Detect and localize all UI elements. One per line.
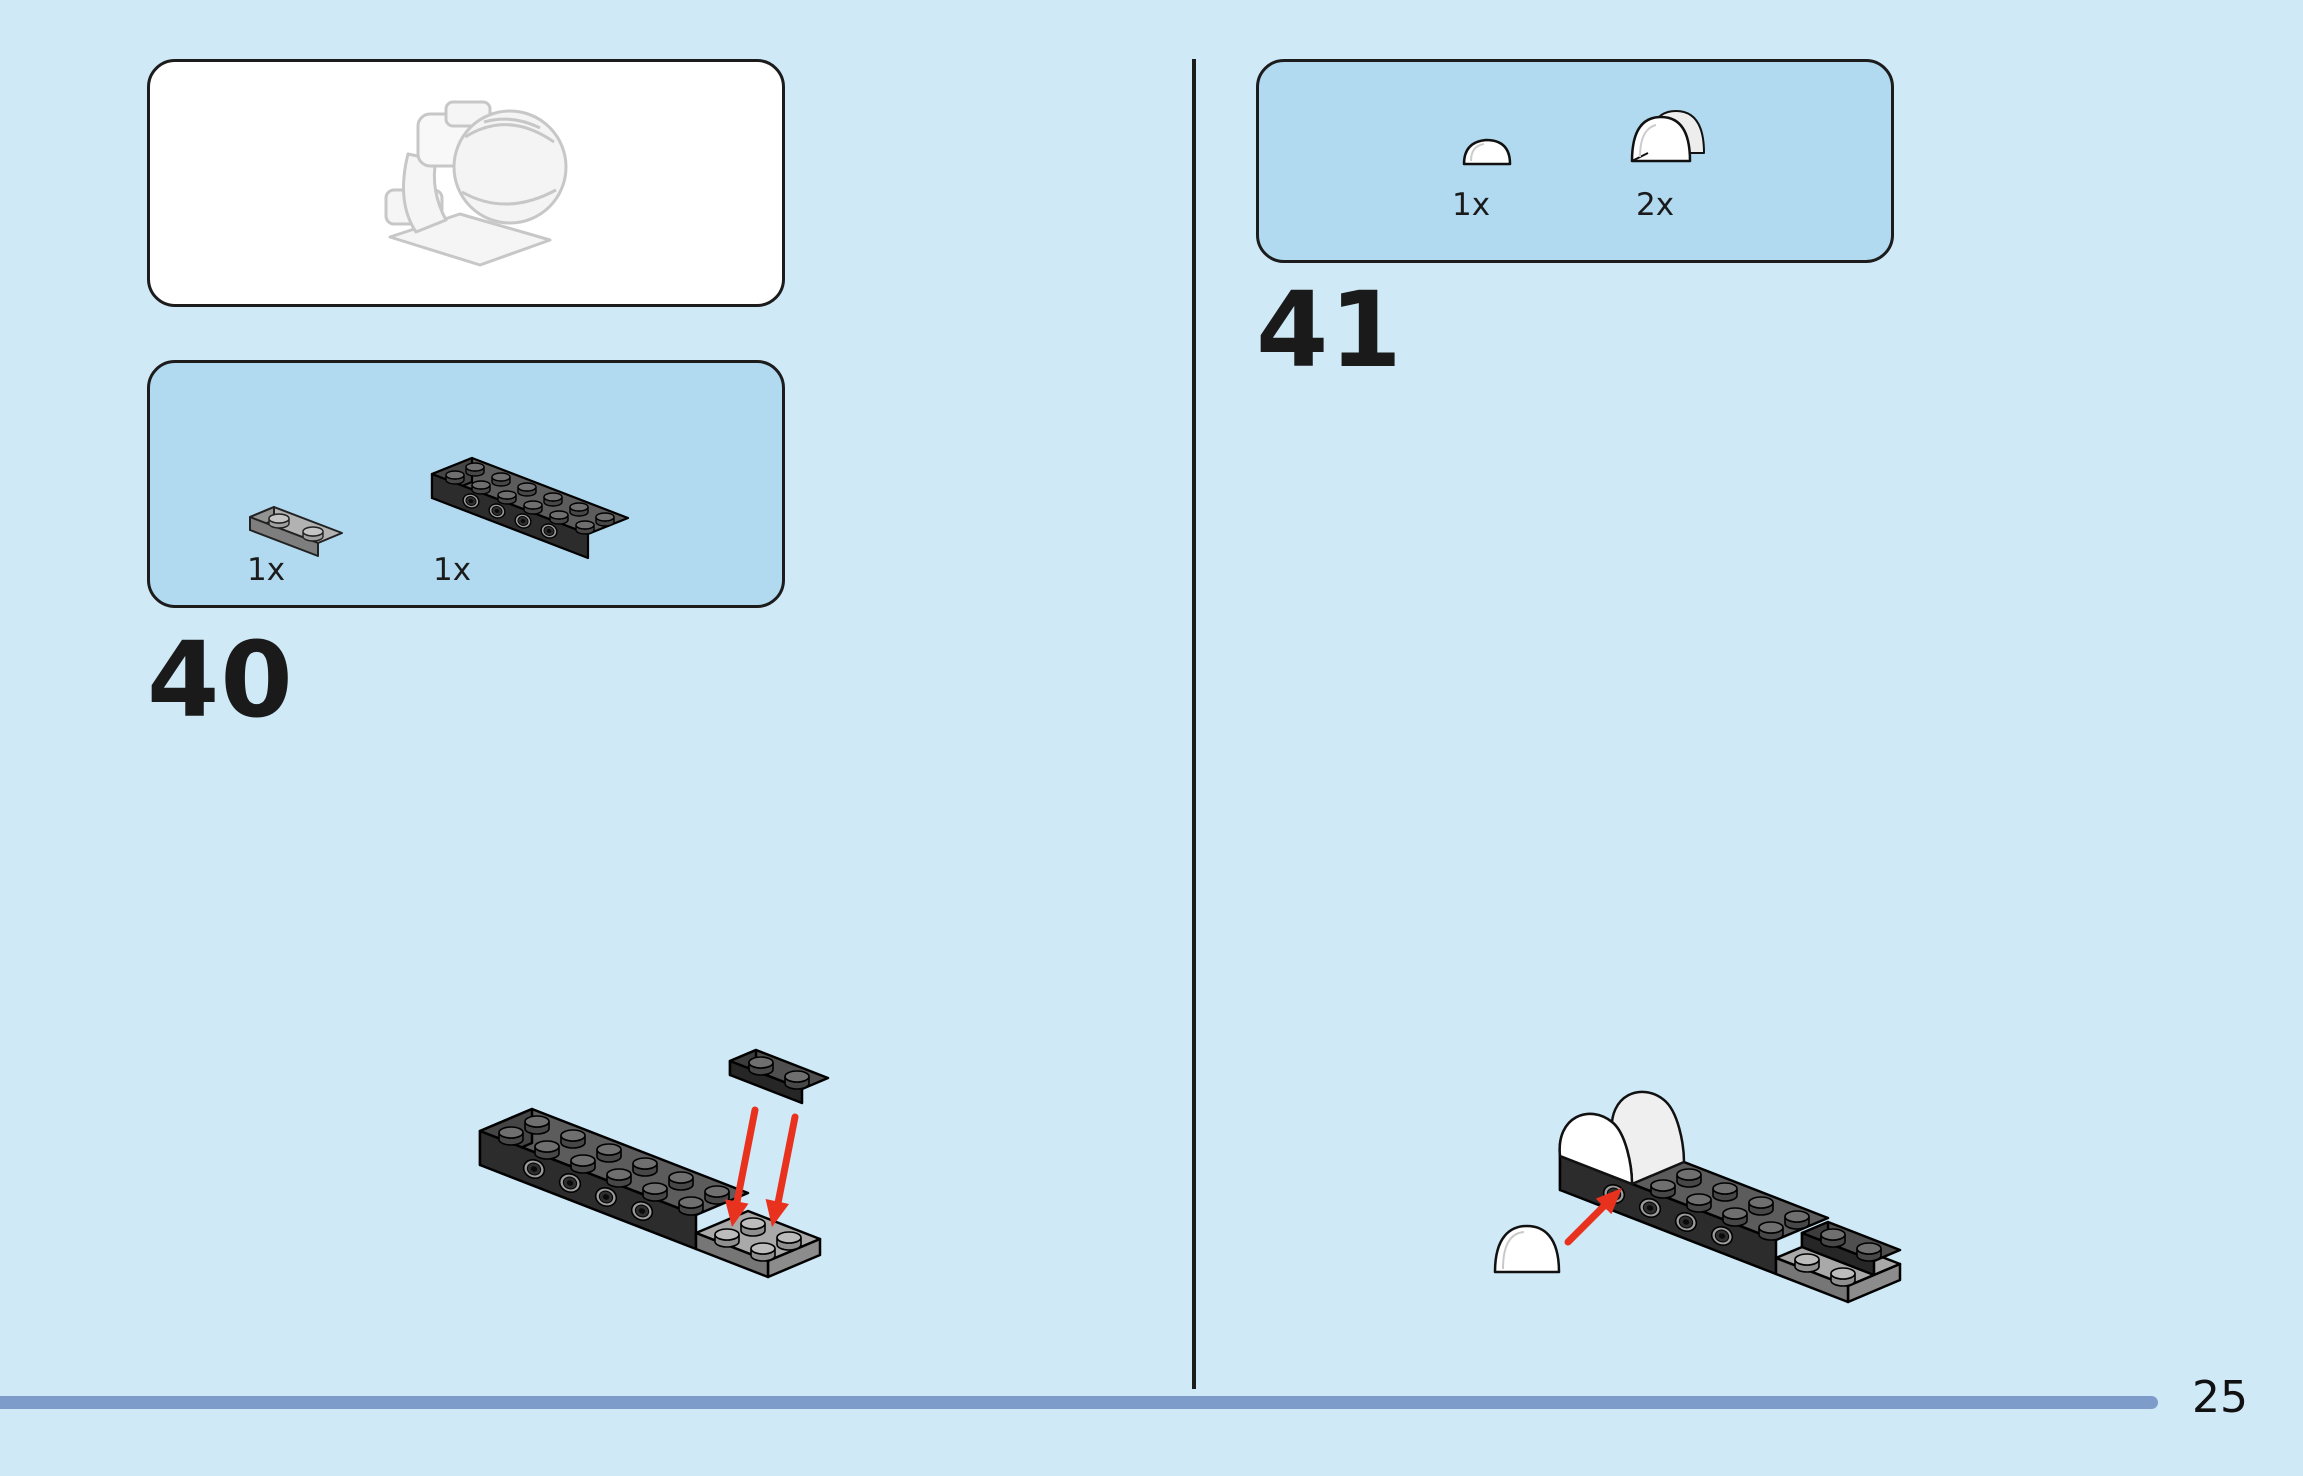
placement-arrow [1564, 1188, 1622, 1246]
page-number: 25 [2192, 1372, 2248, 1423]
step-41-parts-callout [1256, 59, 1894, 263]
floating-curved-slope [1493, 1224, 1561, 1274]
part-count-label: 1x [247, 552, 286, 588]
step-number-40: 40 [147, 619, 294, 741]
step-40-assembly-diagram [478, 1048, 830, 1279]
placement-arrow [765, 1113, 799, 1227]
attached-curved-slope [1558, 1090, 1686, 1186]
part-image-plate-1x2 [249, 506, 343, 557]
subassembly-ghost-image [384, 100, 568, 267]
placement-arrow [724, 1106, 759, 1227]
column-divider [1192, 59, 1196, 1389]
step-number-41: 41 [1256, 269, 1403, 391]
part-image-slope-curved-arch [1630, 110, 1705, 163]
footer-rule [0, 1396, 2158, 1409]
part-count-label: 2x [1636, 187, 1675, 223]
part-image-plate-2x6-side-studs [430, 456, 630, 560]
part-count-label: 1x [433, 552, 472, 588]
step-41-assembly-diagram [1493, 1090, 1902, 1304]
floating-plate-1x2 [728, 1048, 830, 1105]
subassembly-preview-box [147, 59, 785, 307]
part-image-slope-curved-small [1462, 138, 1512, 166]
part-count-label: 1x [1452, 187, 1491, 223]
